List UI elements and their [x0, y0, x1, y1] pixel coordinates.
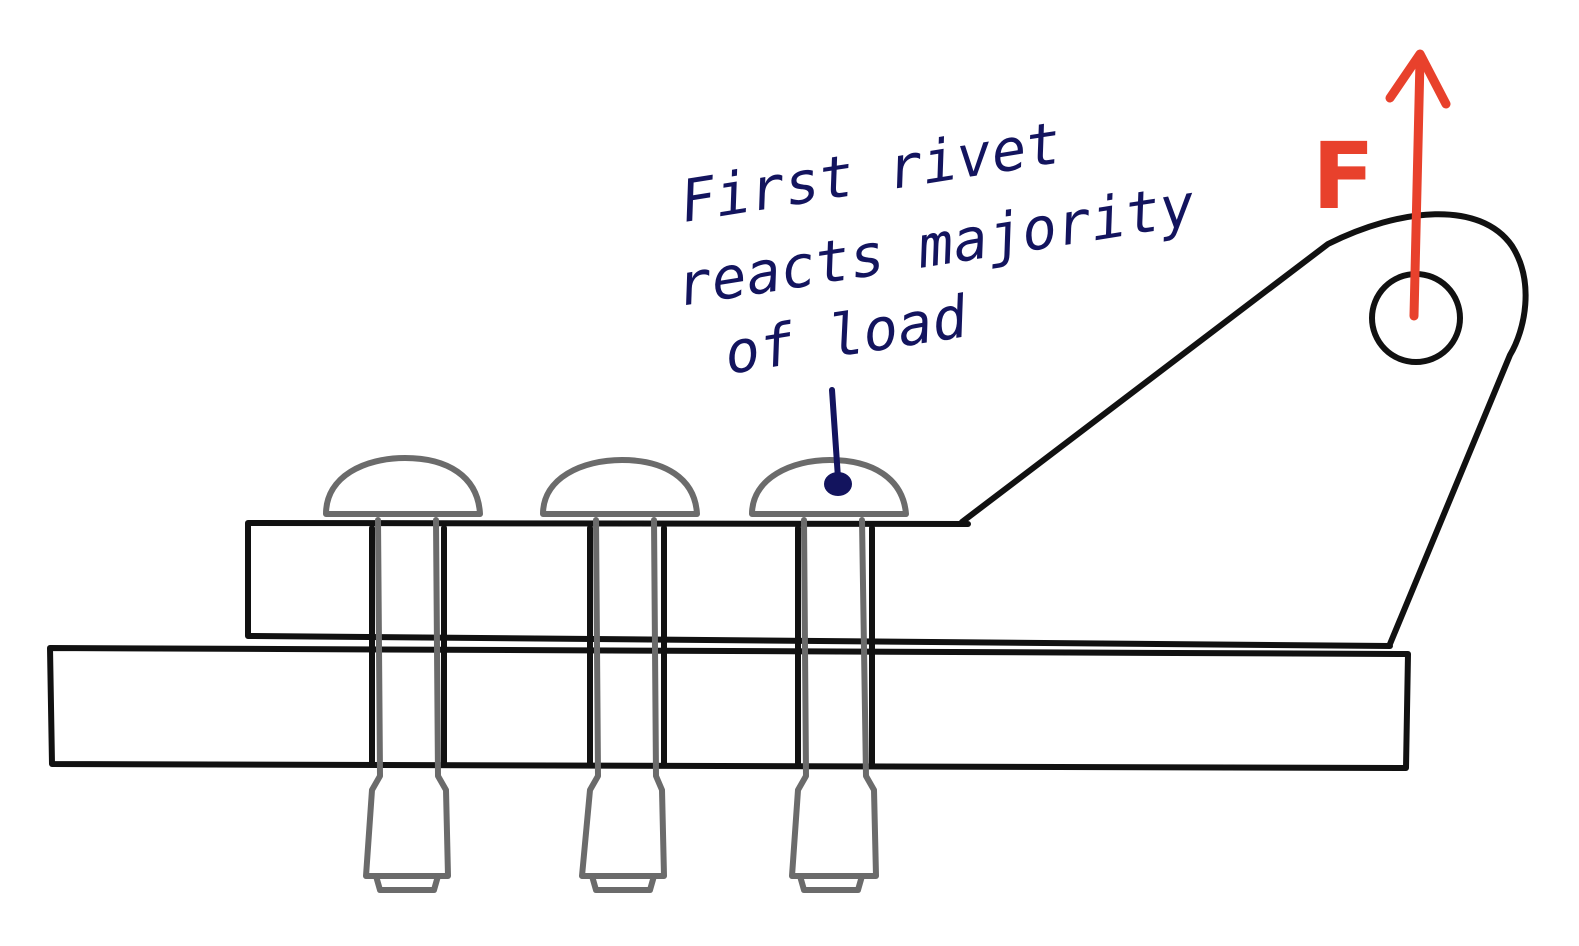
rivet-3 [749, 457, 909, 893]
top-plate-with-lug [245, 211, 1529, 649]
bottom-plate [47, 645, 1411, 771]
force-label: F [1312, 123, 1375, 230]
force-arrow [1385, 49, 1451, 321]
annotation-leader [824, 387, 852, 496]
annotation-text: First rivet reacts majority of load [672, 109, 1200, 388]
rivet-2 [540, 457, 700, 893]
rivet-1 [323, 455, 483, 893]
